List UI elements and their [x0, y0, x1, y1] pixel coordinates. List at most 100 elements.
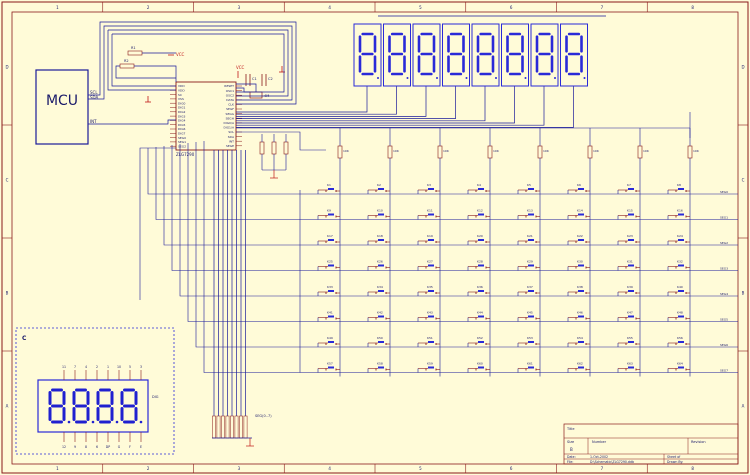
module-bottom-pin-label: 9 [74, 445, 76, 449]
key-label: K10 [377, 209, 383, 213]
key-switch: K39 [617, 285, 640, 296]
key-label: K39 [627, 285, 633, 289]
chip-left-pin-label: SEG0 [178, 136, 186, 140]
chip-right-pin-label: DIG0/A [224, 121, 235, 125]
key-label: K9 [327, 209, 331, 213]
key-switch: K30 [567, 260, 590, 271]
key-switch: K23 [617, 234, 640, 245]
chip-right-pin-label: OSC1 [226, 89, 234, 93]
row-net-label: SEG0 [720, 190, 728, 194]
border-col-label-bottom: 6 [510, 466, 513, 471]
key-switch: K61 [517, 362, 540, 373]
border-row-label-left: C [6, 178, 9, 183]
top-display-row [353, 15, 606, 87]
module-top-pin-label: 7 [74, 365, 76, 369]
segment-bus [212, 150, 254, 447]
key-label: K27 [427, 260, 433, 264]
border-col-label-bottom: 2 [147, 466, 150, 471]
key-label: K26 [377, 260, 383, 264]
chip-left-pin-label: VSS [178, 97, 184, 101]
key-switch: K36 [467, 285, 490, 296]
key-label: K50 [377, 336, 383, 340]
key-label: K13 [527, 209, 533, 213]
key-switch: K25 [317, 260, 340, 271]
key-label: K55 [627, 336, 633, 340]
key-switch: K62 [567, 362, 590, 373]
module-bottom-pin-label: DP [106, 445, 110, 449]
module-top-pin-label: 3 [140, 365, 142, 369]
key-label: K51 [427, 336, 433, 340]
border-col-label-top: 8 [691, 5, 694, 10]
chip-left-pin-label: SEG2 [178, 144, 186, 148]
pullup-label: 10K [443, 149, 450, 153]
key-label: K5 [527, 183, 531, 187]
key-switch: K15 [617, 209, 640, 220]
key-label: K42 [377, 311, 383, 315]
key-switch: K42 [367, 311, 390, 322]
border-col-label-bottom: 5 [419, 466, 422, 471]
module-side-label: DIG [152, 395, 159, 399]
chip-right-pin-label: SEGE [226, 144, 234, 148]
chip-left-pin-label: DIG4 [178, 119, 186, 123]
display-digit [383, 23, 411, 87]
key-label: K7 [627, 183, 631, 187]
key-switch: K60 [467, 362, 490, 373]
number-label: Number [592, 440, 607, 444]
vcc-label-reset: VCC [176, 52, 185, 57]
key-switch: K14 [567, 209, 590, 220]
key-switch: K45 [517, 311, 540, 322]
key-label: K46 [577, 311, 583, 315]
key-switch: K29 [517, 260, 540, 271]
row-net-label: SEG5 [720, 318, 728, 322]
mcu-pin-scl: SCL [90, 90, 98, 95]
key-switch: K59 [417, 362, 440, 373]
key-label: K41 [327, 311, 333, 315]
key-label: K4 [477, 183, 481, 187]
key-label: K20 [477, 234, 483, 238]
date-value: 1-Oct-2002 [590, 455, 608, 459]
key-label: K48 [677, 311, 683, 315]
key-switch: K11 [417, 209, 440, 220]
key-label: K62 [577, 362, 583, 366]
display-digit [471, 23, 500, 87]
key-switch: K50 [367, 336, 390, 347]
mcu-label: MCU [46, 93, 78, 109]
key-switch: K37 [517, 285, 540, 296]
label-r1: R1 [131, 46, 136, 50]
pullup-label: 10K [693, 149, 700, 153]
chip-right-pin-label: OSC2 [226, 93, 234, 97]
file-label: File: [567, 460, 573, 464]
pullup-label: 10K [493, 149, 500, 153]
key-switch: K54 [567, 336, 590, 347]
border-col-label-top: 6 [510, 5, 513, 10]
key-switch: K21 [517, 234, 540, 245]
key-label: K24 [677, 234, 683, 238]
key-switch: K22 [567, 234, 590, 245]
border-col-label-bottom: 3 [238, 466, 241, 471]
vcc-label-osc: VCC [236, 65, 245, 70]
key-switch: K24 [667, 234, 690, 245]
key-label: K56 [677, 336, 683, 340]
border-col-label-top: 1 [56, 5, 59, 10]
size-label: Size [567, 440, 574, 444]
module-top-pin-label: 5 [129, 365, 131, 369]
border-col-label-top: 3 [238, 5, 241, 10]
border-row-label-right: C [742, 178, 745, 183]
title-label: Title [566, 427, 575, 431]
key-switch: K4 [467, 183, 490, 194]
row-net-label: SEG4 [720, 292, 728, 296]
key-label: K49 [327, 336, 333, 340]
key-switch: K18 [367, 234, 390, 245]
key-label: K23 [627, 234, 633, 238]
row-net-label: SEG1 [720, 216, 728, 220]
border-row-label-left: D [5, 65, 8, 70]
mcu-pin-sda: SDA [90, 95, 99, 100]
key-switch: K27 [417, 260, 440, 271]
revision-label: Revision [691, 440, 706, 444]
key-label: K31 [627, 260, 633, 264]
chip-left-pin-label: DIG2 [178, 110, 186, 114]
key-label: K6 [577, 183, 581, 187]
key-switch: K34 [367, 285, 390, 296]
key-switch: K13 [517, 209, 540, 220]
